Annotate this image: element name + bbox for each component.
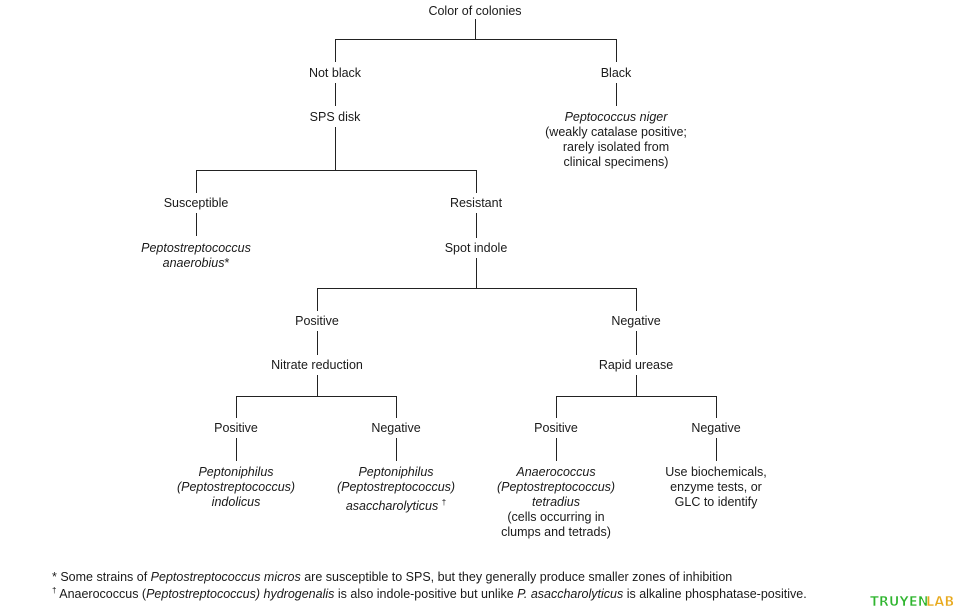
node-resistant: Resistant <box>449 196 503 210</box>
asacch-line: (Peptostreptococcus) <box>336 480 456 494</box>
footnote-dagger: † <box>52 586 57 595</box>
anaerobius-line: anaerobius <box>162 256 225 270</box>
niger-name: Peptococcus niger <box>564 110 668 124</box>
tetradius-line: Anaerococcus <box>516 465 596 479</box>
footnote-italic: P. asaccharolyticus <box>517 587 624 602</box>
node-indole-negative: Negative <box>611 314 661 328</box>
node-nitrate-positive: Positive <box>214 421 258 435</box>
node-indole-positive: Positive <box>295 314 339 328</box>
dagger-mark: † <box>441 498 447 507</box>
node-anaerococcus-tetradius: Anaerococcus (Peptostreptococcus) tetrad… <box>497 465 615 540</box>
identify-line: GLC to identify <box>674 495 758 509</box>
footnote-1: * Some strains of Peptostreptococcus mic… <box>52 570 732 584</box>
niger-note-line: (weakly catalase positive; <box>545 125 687 139</box>
tetradius-line: (Peptostreptococcus) <box>496 480 616 494</box>
node-peptococcus-niger: Peptococcus niger (weakly catalase posit… <box>545 110 687 170</box>
node-color-of-colonies: Color of colonies <box>428 4 522 18</box>
asacch-line: asaccharolyticus <box>345 499 439 514</box>
node-use-biochemicals: Use biochemicals, enzyme tests, or GLC t… <box>665 465 766 510</box>
footnote-italic: Peptostreptococcus) hydrogenalis <box>146 587 335 602</box>
node-susceptible: Susceptible <box>163 196 229 210</box>
node-urease-positive: Positive <box>534 421 578 435</box>
footnote-text: Some strains of <box>56 570 151 584</box>
node-peptostreptococcus-anaerobius: Peptostreptococcus anaerobius* <box>141 241 251 271</box>
truyenlab-watermark-logo: TRUYEN LAB <box>870 595 955 610</box>
node-black: Black <box>600 66 632 80</box>
tetradius-note-line: clumps and tetrads) <box>501 525 611 539</box>
footnote-2: † Anaerococcus (Peptostreptococcus) hydr… <box>52 584 807 601</box>
node-sps-disk: SPS disk <box>309 110 361 124</box>
indolicus-line: (Peptostreptococcus) <box>176 480 296 494</box>
footnote-text: is also indole-positive but unlike <box>334 587 518 602</box>
identify-line: enzyme tests, or <box>670 480 762 494</box>
node-spot-indole: Spot indole <box>444 241 508 255</box>
node-nitrate-reduction: Nitrate reduction <box>271 358 363 372</box>
node-nitrate-negative: Negative <box>371 421 421 435</box>
tetradius-line: tetradius <box>532 495 580 509</box>
svg-text:LAB: LAB <box>926 595 954 610</box>
node-peptoniphilus-indolicus: Peptoniphilus (Peptostreptococcus) indol… <box>177 465 295 510</box>
anaerobius-line: Peptostreptococcus <box>141 241 251 255</box>
footnote-italic: Peptostreptococcus micros <box>150 570 301 584</box>
tetradius-note-line: (cells occurring in <box>507 510 605 524</box>
svg-text:TRUYEN: TRUYEN <box>870 595 929 610</box>
node-peptoniphilus-asaccharolyticus: Peptoniphilus (Peptostreptococcus) asacc… <box>337 465 455 514</box>
footnote-asterisk: * <box>52 570 57 584</box>
indolicus-line: Peptoniphilus <box>198 465 274 479</box>
node-not-black: Not black <box>308 66 362 80</box>
niger-note-line: clinical specimens) <box>563 155 669 169</box>
identify-line: Use biochemicals, <box>665 465 767 479</box>
asacch-line: Peptoniphilus <box>358 465 434 479</box>
node-rapid-urease: Rapid urease <box>598 358 674 372</box>
asterisk-mark: * <box>224 256 230 270</box>
indolicus-line: indolicus <box>211 495 261 509</box>
footnote-text: are susceptible to SPS, but they general… <box>300 570 733 584</box>
niger-note-line: rarely isolated from <box>562 140 670 154</box>
node-urease-negative: Negative <box>691 421 741 435</box>
footnote-text: Anaerococcus ( <box>56 587 147 602</box>
footnote-text: is alkaline phosphatase-positive. <box>623 587 807 602</box>
